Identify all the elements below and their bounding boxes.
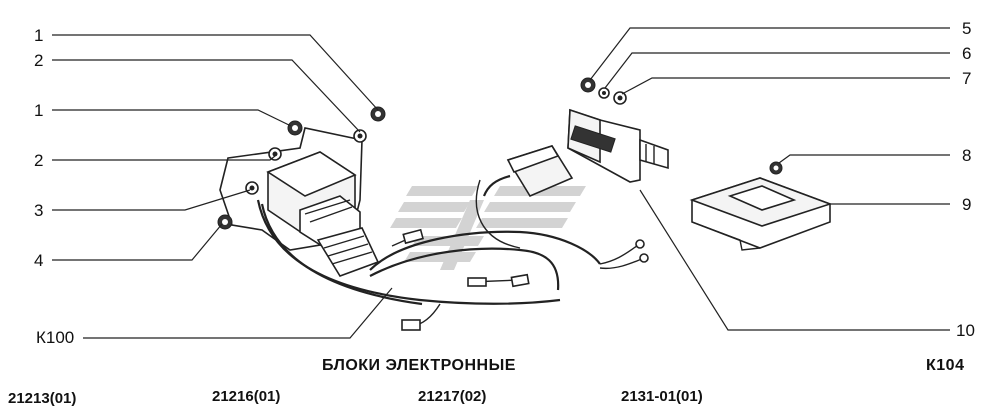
callout-label: 3 bbox=[34, 201, 43, 220]
nut-left-upper bbox=[287, 120, 303, 136]
leader-lines bbox=[52, 27, 950, 339]
model-code: 21217(02) bbox=[418, 388, 486, 405]
control-unit bbox=[689, 177, 833, 251]
callout-label: 2 bbox=[34, 151, 43, 170]
nut-control-unit bbox=[769, 161, 783, 175]
callout-label: 10 bbox=[956, 321, 975, 340]
callout-label: 9 bbox=[962, 195, 971, 214]
callout-label: 5 bbox=[962, 19, 971, 38]
ecu-module bbox=[567, 108, 669, 183]
callout-label: 4 bbox=[34, 251, 43, 270]
harness-label: К100 bbox=[36, 328, 74, 347]
bolt-left bbox=[245, 181, 259, 195]
connector-plug-center bbox=[482, 145, 574, 198]
washer-left-upper bbox=[268, 147, 282, 161]
callout-label: 7 bbox=[962, 69, 971, 88]
callout-label: 2 bbox=[34, 51, 43, 70]
washer-right-2 bbox=[613, 91, 627, 105]
callout-label: 6 bbox=[962, 44, 971, 63]
washer-right-1 bbox=[598, 87, 610, 99]
washer-top bbox=[353, 129, 367, 143]
diagram-title: БЛОКИ ЭЛЕКТРОННЫЕ bbox=[322, 357, 516, 374]
nut-right bbox=[580, 77, 596, 93]
callout-label: 8 bbox=[962, 146, 971, 165]
model-code: 2131-01(01) bbox=[621, 388, 703, 405]
callout-label: 1 bbox=[34, 101, 43, 120]
terminal-connector bbox=[401, 228, 649, 331]
nut-top bbox=[370, 106, 386, 122]
model-code: 21213(01) bbox=[8, 390, 76, 407]
callout-label: 1 bbox=[34, 26, 43, 45]
section-code: К104 bbox=[926, 357, 964, 374]
model-code: 21216(01) bbox=[212, 388, 280, 405]
